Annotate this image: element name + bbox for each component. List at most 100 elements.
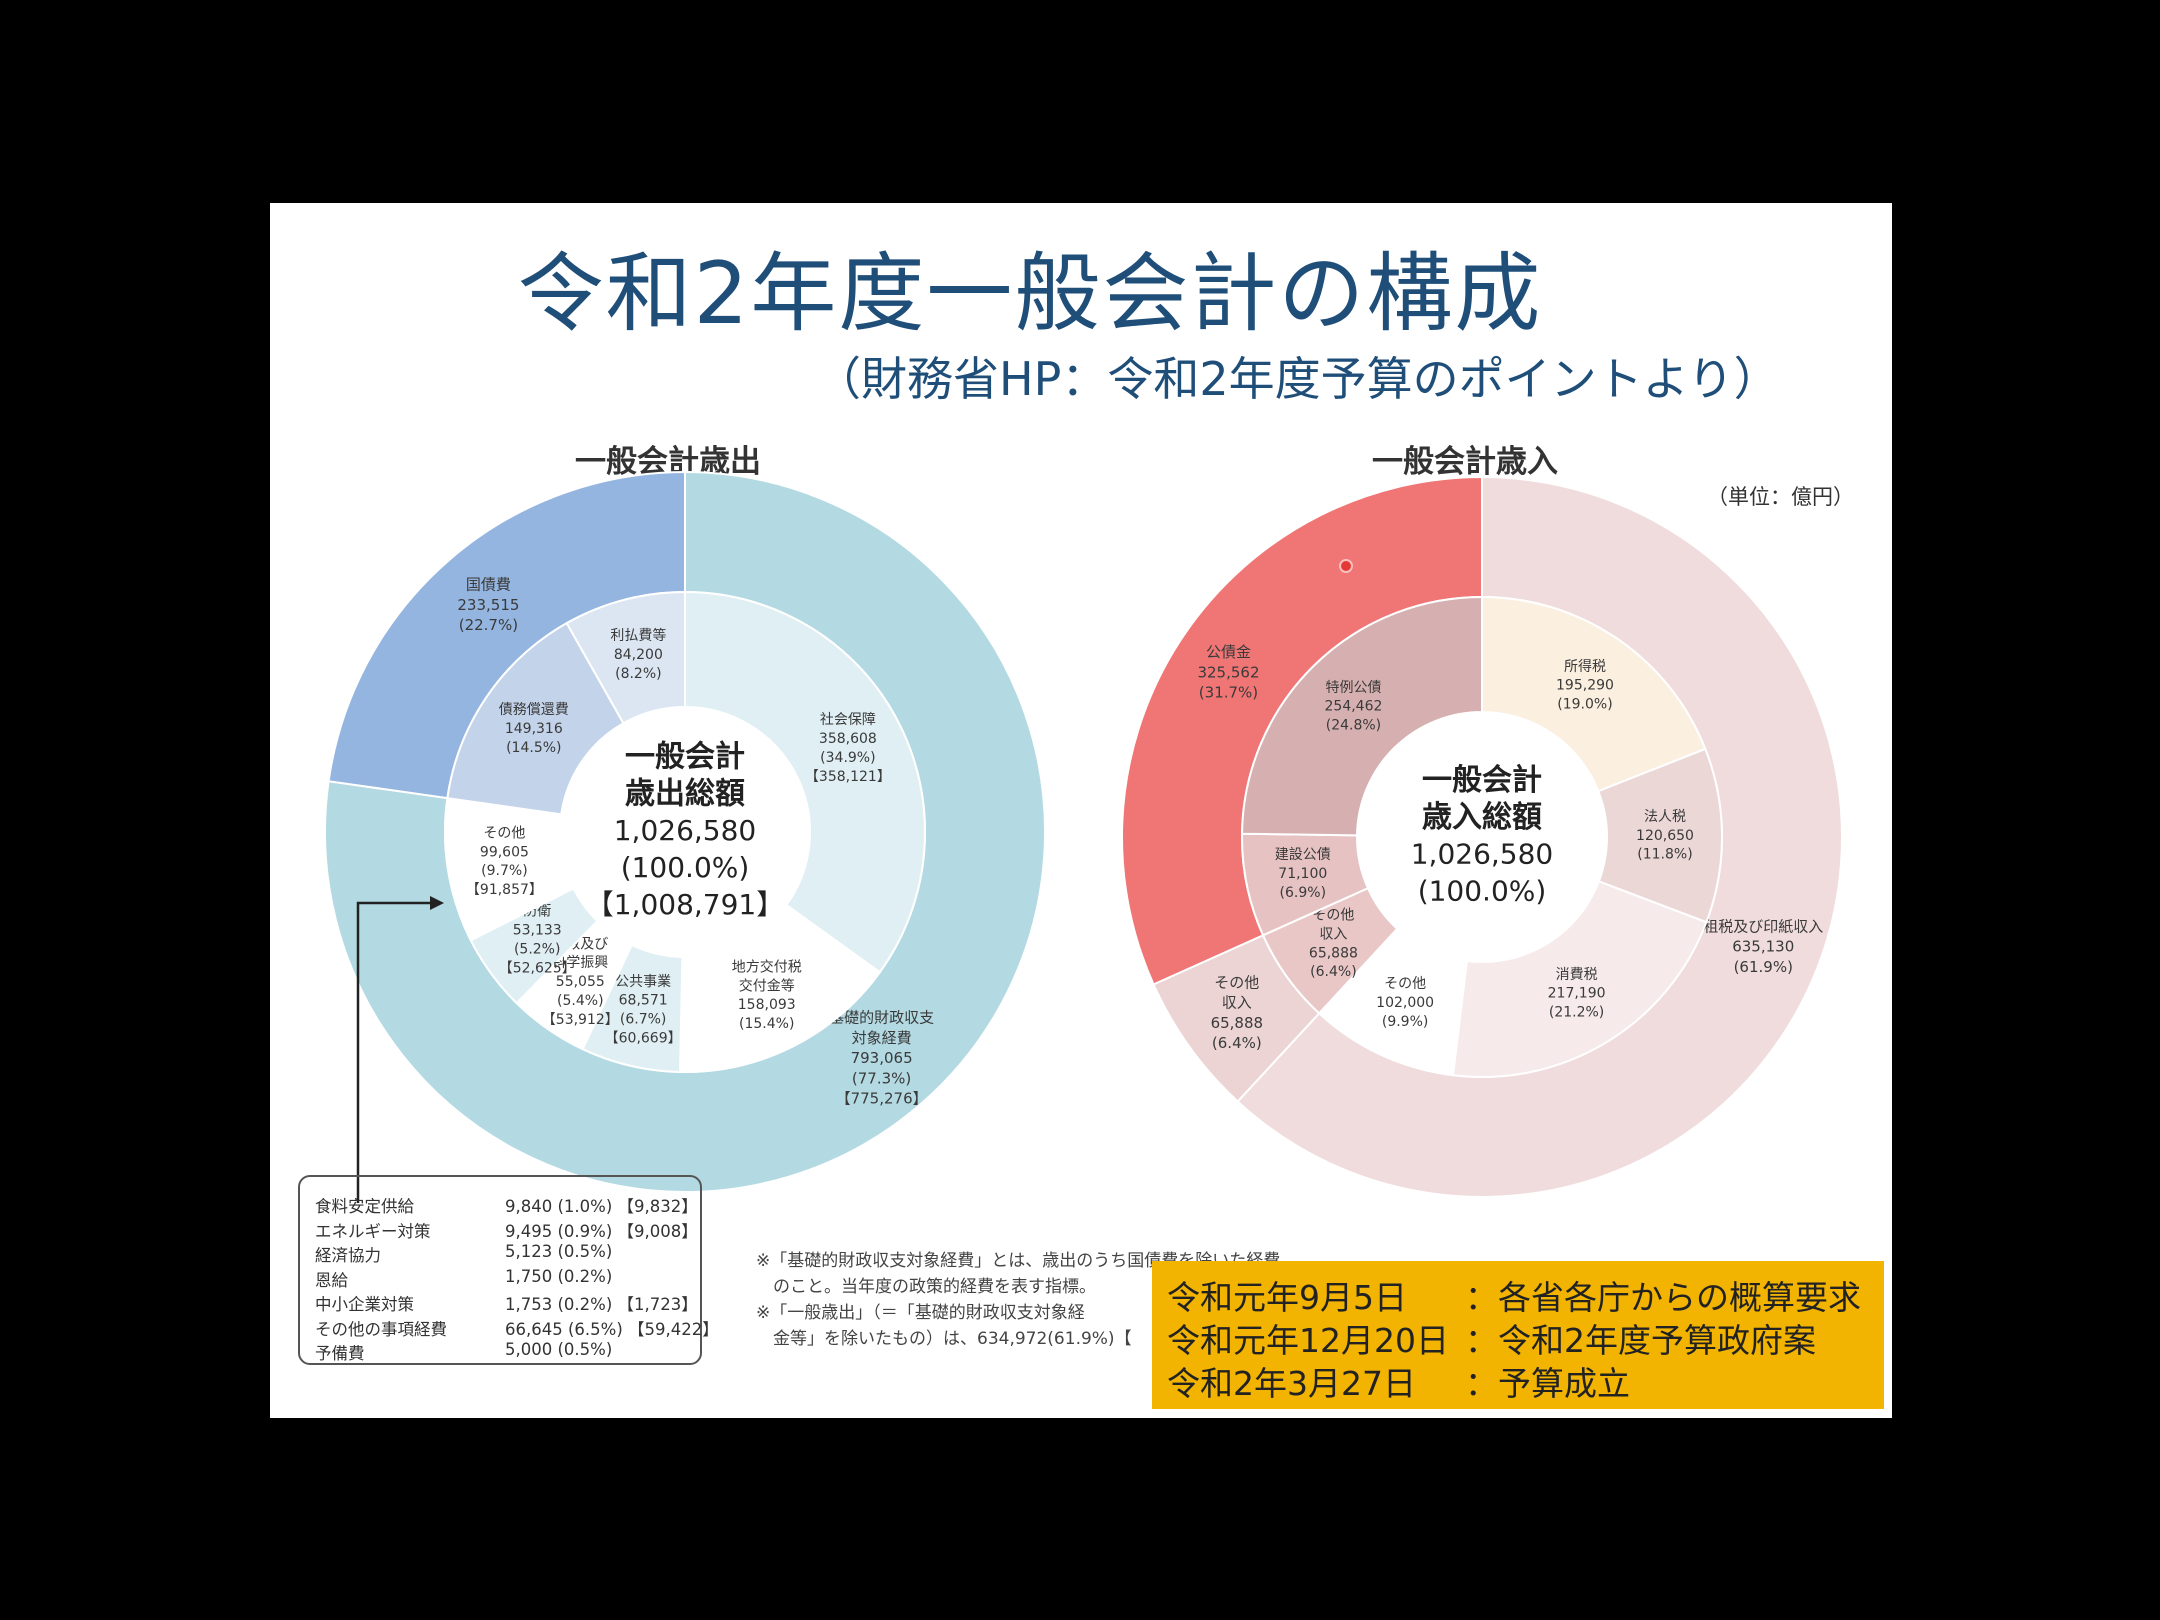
schedule-date: 令和2年3月27日 xyxy=(1167,1364,1416,1403)
expenditure-donut-chart: 基礎的財政収支対象経費793,065(77.3%)【775,276】国債費233… xyxy=(324,470,1046,1193)
other-breakdown-name: 経済協力 xyxy=(315,1246,381,1265)
charts-canvas: 基礎的財政収支対象経費793,065(77.3%)【775,276】国債費233… xyxy=(324,470,1843,1203)
revenue-inner-slice-消費税 xyxy=(1451,880,1708,1078)
expenditure-inner-label-地方交付税交付金等: (15.4%) xyxy=(739,1016,794,1032)
expenditure-outer-label-基礎的財政収支対象経費: 対象経費 xyxy=(852,1029,912,1047)
expenditure-inner-label-社会保障: 【358,121】 xyxy=(805,769,891,785)
revenue-inner-label-特例公債: (24.8%) xyxy=(1326,718,1381,734)
revenue-outer-label-その他収入: (6.4%) xyxy=(1212,1034,1262,1052)
revenue-center-text: 一般会計 xyxy=(1422,763,1542,798)
expenditure-inner-label-利払費等: (8.2%) xyxy=(615,666,662,682)
revenue-center-hole xyxy=(1358,713,1606,961)
expenditure-inner-label-その他: その他 xyxy=(483,825,525,841)
expenditure-outer-label-基礎的財政収支対象経費: 793,065 xyxy=(851,1049,913,1067)
expenditure-inner-slice-地方交付税交付金等 xyxy=(678,903,882,1073)
other-callout-line xyxy=(356,901,430,1203)
unit-note: （単位：億円） xyxy=(1707,485,1854,509)
revenue-inner-label-所得税: 195,290 xyxy=(1556,678,1614,694)
footnote-line: ※「基礎的財政収支対象経費」とは、歳出のうち国債費を除いた経費 xyxy=(756,1251,1281,1271)
expenditure-inner-label-債務償還費: 債務償還費 xyxy=(499,702,569,718)
revenue-center-text: 歳入総額 xyxy=(1422,800,1542,835)
expenditure-inner-label-文教及び科学振興: (5.4%) xyxy=(557,993,604,1009)
other-breakdown-value: 9,840 (1.0%) 【9,832】 xyxy=(505,1197,698,1216)
revenue-outer-label-その他収入: その他 xyxy=(1214,973,1259,991)
revenue-outer-label-租税及び印紙収入: 租税及び印紙収入 xyxy=(1703,917,1823,935)
expenditure-inner-label-文教及び科学振興: 55,055 xyxy=(556,974,605,990)
revenue-inner-label-所得税: (19.0%) xyxy=(1557,697,1612,713)
revenue-inner-label-その他収入: その他 xyxy=(1312,907,1354,923)
expenditure-inner-label-その他: 99,605 xyxy=(480,844,529,860)
revenue-inner-slice-所得税 xyxy=(1481,595,1707,793)
expenditure-outer-label-基礎的財政収支対象経費: 基礎的財政収支 xyxy=(829,1009,934,1027)
expenditure-inner-label-地方交付税交付金等: 地方交付税 xyxy=(732,958,802,975)
expenditure-inner-label-防衛: 53,133 xyxy=(513,922,562,938)
other-breakdown-value: 9,495 (0.9%) 【9,008】 xyxy=(505,1221,698,1241)
expenditure-inner-label-地方交付税交付金等: 158,093 xyxy=(738,997,796,1013)
revenue-inner-label-所得税: 所得税 xyxy=(1564,658,1606,675)
revenue-outer-label-公債金: (31.7%) xyxy=(1199,684,1258,702)
other-breakdown-value: 5,000 (0.5%) xyxy=(505,1340,613,1359)
expenditure-center-hole xyxy=(561,708,809,956)
other-breakdown-name: 恩給 xyxy=(315,1270,348,1290)
revenue-inner-label-その他: その他 xyxy=(1384,976,1426,992)
expenditure-inner-label-利払費等: 利払費等 xyxy=(610,627,666,644)
revenue-inner-label-特例公債: 特例公債 xyxy=(1325,680,1381,696)
expenditure-inner-label-利払費等: 84,200 xyxy=(614,647,663,663)
revenue-chart-title: 一般会計歳入 xyxy=(1372,444,1558,480)
revenue-inner-label-法人税: 120,650 xyxy=(1636,828,1694,844)
expenditure-center-text: 1,026,580 xyxy=(614,814,757,847)
revenue-inner-label-法人税: (11.8%) xyxy=(1637,847,1692,863)
revenue-inner-label-消費税: (21.2%) xyxy=(1549,1005,1604,1021)
revenue-inner-label-建設公債: 71,100 xyxy=(1278,866,1327,882)
revenue-inner-label-消費税: 217,190 xyxy=(1548,986,1606,1002)
expenditure-inner-label-社会保障: (34.9%) xyxy=(820,750,875,766)
expenditure-center-text: 【1,008,791】 xyxy=(586,888,785,921)
revenue-inner-label-特例公債: 254,462 xyxy=(1325,699,1383,715)
expenditure-inner-slice-社会保障 xyxy=(684,590,926,974)
expenditure-inner-label-文教及び科学振興: 科学振興 xyxy=(552,955,608,971)
revenue-outer-label-公債金: 公債金 xyxy=(1206,643,1251,661)
revenue-outer-label-租税及び印紙収入: (61.9%) xyxy=(1734,958,1793,976)
revenue-inner-label-その他収入: 収入 xyxy=(1319,926,1347,942)
footnote: ※「基礎的財政収支対象経費」とは、歳出のうち国債費を除いた経費 のこと。当年度の… xyxy=(756,1248,1436,1352)
other-breakdown-name: エネルギー対策 xyxy=(315,1221,431,1241)
revenue-inner-label-法人税: 法人税 xyxy=(1644,809,1686,825)
revenue-inner-label-消費税: 消費税 xyxy=(1556,967,1598,983)
expenditure-outer-label-基礎的財政収支対象経費: 【775,276】 xyxy=(836,1090,928,1108)
other-breakdown-value: 1,753 (0.2%) 【1,723】 xyxy=(505,1295,698,1314)
other-breakdown-value: 1,750 (0.2%) xyxy=(505,1266,613,1286)
expenditure-center-text: 歳出総額 xyxy=(625,777,745,812)
expenditure-inner-label-その他: (9.7%) xyxy=(481,863,528,879)
expenditure-inner-slice-利払費等 xyxy=(565,590,686,725)
expenditure-inner-label-公共事業: 【60,669】 xyxy=(605,1031,682,1047)
expenditure-inner-label-その他: 【91,857】 xyxy=(466,882,543,898)
expenditure-center-text: 一般会計 xyxy=(625,740,745,775)
other-breakdown-name: 中小企業対策 xyxy=(315,1295,414,1314)
revenue-outer-label-その他収入: 65,888 xyxy=(1211,1014,1264,1032)
schedule-date: 令和元年9月5日 xyxy=(1167,1278,1407,1317)
footnote-line: ※「一般歳出」（＝「基礎的財政収支対象経 xyxy=(756,1303,1085,1323)
other-breakdown-name: 食料安定供給 xyxy=(315,1197,414,1216)
expenditure-inner-label-債務償還費: 149,316 xyxy=(505,721,563,737)
other-breakdown-value: 5,123 (0.5%) xyxy=(505,1242,613,1261)
revenue-outer-label-公債金: 325,562 xyxy=(1197,663,1259,681)
schedule-date: 令和元年12月20日 xyxy=(1167,1321,1449,1360)
revenue-center-text: 1,026,580 xyxy=(1411,838,1554,871)
expenditure-inner-label-防衛: 【52,625】 xyxy=(499,960,576,976)
expenditure-center-text: (100.0%) xyxy=(621,851,750,884)
schedule-event: ：令和2年度予算政府案 xyxy=(1465,1321,1816,1360)
expenditure-inner-label-債務償還費: (14.5%) xyxy=(506,740,561,756)
pointer-dot xyxy=(1339,559,1353,573)
other-breakdown-box xyxy=(298,1175,702,1365)
other-breakdown-name: 予備費 xyxy=(315,1344,365,1363)
expenditure-inner-label-文教及び科学振興: 【53,912】 xyxy=(542,1012,619,1028)
expenditure-inner-label-公共事業: 68,571 xyxy=(619,993,668,1009)
revenue-donut-chart: 租税及び印紙収入635,130(61.9%)その他収入65,888(6.4%)公… xyxy=(1121,475,1843,1198)
footnote-line: のこと。当年度の政策的経費を表す指標。 xyxy=(756,1277,1096,1297)
other-breakdown-value: 66,645 (6.5%) 【59,422】 xyxy=(505,1319,719,1339)
expenditure-inner-label-地方交付税交付金等: 交付金等 xyxy=(739,977,795,994)
expenditure-inner-label-公共事業: (6.7%) xyxy=(620,1012,667,1028)
schedule-event: ：予算成立 xyxy=(1465,1364,1630,1403)
expenditure-inner-label-社会保障: 358,608 xyxy=(819,731,877,747)
slide-subtitle: （財務省HP：令和2年度予算のポイントより） xyxy=(815,352,1780,406)
